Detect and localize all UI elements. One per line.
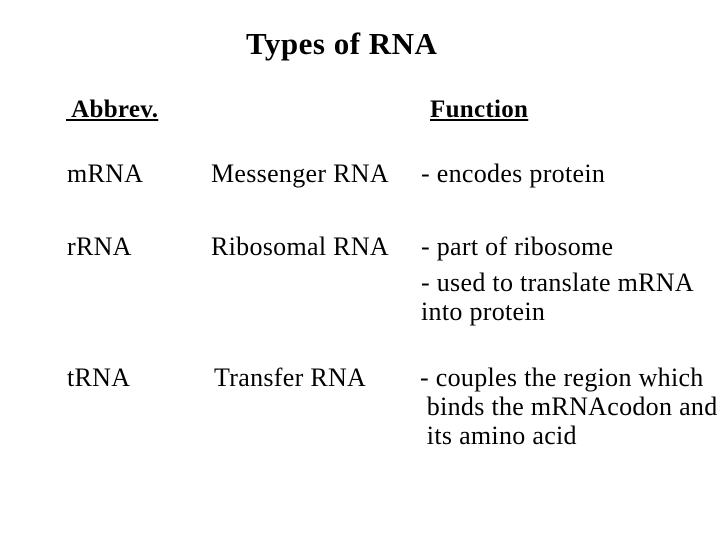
page-title: Types of RNA bbox=[246, 26, 438, 61]
row-rrna-name: Ribosomal RNA bbox=[211, 232, 389, 261]
column-header-abbrev: Abbrev. bbox=[66, 96, 159, 123]
row-trna-abbrev: tRNA bbox=[67, 363, 131, 392]
row-rrna-function-1: - part of ribosome bbox=[421, 232, 614, 261]
row-rrna-function-2: - used to translate mRNA into protein bbox=[421, 268, 694, 326]
row-trna-function: - couples the region which binds the mRN… bbox=[420, 363, 718, 450]
row-trna-name: Transfer RNA bbox=[214, 363, 367, 392]
row-rrna-abbrev: rRNA bbox=[67, 232, 132, 261]
column-header-function: Function bbox=[430, 96, 529, 123]
row-mrna-abbrev: mRNA bbox=[67, 159, 144, 188]
row-mrna-function: - encodes protein bbox=[421, 159, 606, 188]
row-mrna-name: Messenger RNA bbox=[211, 159, 389, 188]
